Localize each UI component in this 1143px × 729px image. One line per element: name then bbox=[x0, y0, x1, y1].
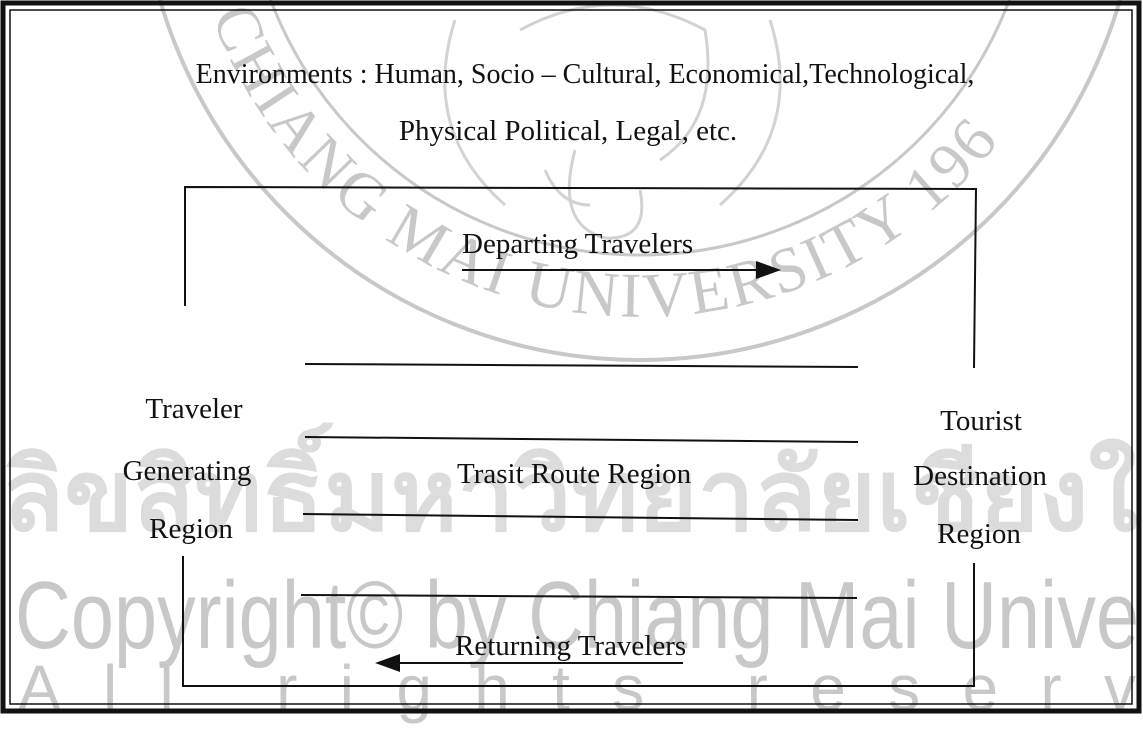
transit-route-line-2 bbox=[304, 436, 859, 443]
generating-region-line-2: Generating bbox=[122, 455, 252, 487]
elephant-tusk bbox=[543, 169, 591, 207]
returning-arrowhead bbox=[375, 654, 400, 672]
returning-travelers-label: Returning Travelers bbox=[455, 630, 687, 662]
transit-route-region-label: Trasit Route Region bbox=[457, 458, 692, 490]
frame-outer-border bbox=[0, 0, 1142, 714]
environments-label-line-2: Physical Political, Legal, etc. bbox=[398, 115, 738, 147]
departing-travelers-label: Departing Travelers bbox=[462, 228, 694, 260]
departing-arrowhead bbox=[756, 261, 781, 279]
transit-route-line-3 bbox=[302, 513, 859, 521]
outbound-boundary-line bbox=[184, 185, 978, 369]
destination-region-line-3: Region bbox=[937, 518, 1021, 550]
transit-route-line-4 bbox=[300, 594, 858, 599]
frame-inner-border bbox=[9, 9, 1133, 705]
seal-inner-ring bbox=[269, 0, 1011, 257]
seal-elephant-emblem bbox=[443, 3, 782, 240]
inbound-boundary-line bbox=[182, 556, 975, 687]
transit-route-line-1 bbox=[304, 363, 859, 368]
destination-region-line-2: Destination bbox=[913, 460, 1047, 492]
elephant-right-ear bbox=[719, 19, 782, 207]
generating-region-line-3: Region bbox=[149, 513, 233, 545]
elephant-left-ear bbox=[443, 19, 506, 207]
environments-label-line-1: Environments : Human, Socio – Cultural, … bbox=[195, 59, 975, 90]
watermark-copyright: Copyright© by Chiang Mai Unive bbox=[15, 562, 1139, 669]
watermark-thai-copyright: ลิขสิทธิ์มหาวิทยาลัยเชียงใ bbox=[2, 422, 1138, 554]
generating-region-line-1: Traveler bbox=[145, 393, 243, 425]
destination-region-line-1: Tourist bbox=[940, 405, 1022, 437]
seal-outer-ring bbox=[158, 0, 1122, 362]
